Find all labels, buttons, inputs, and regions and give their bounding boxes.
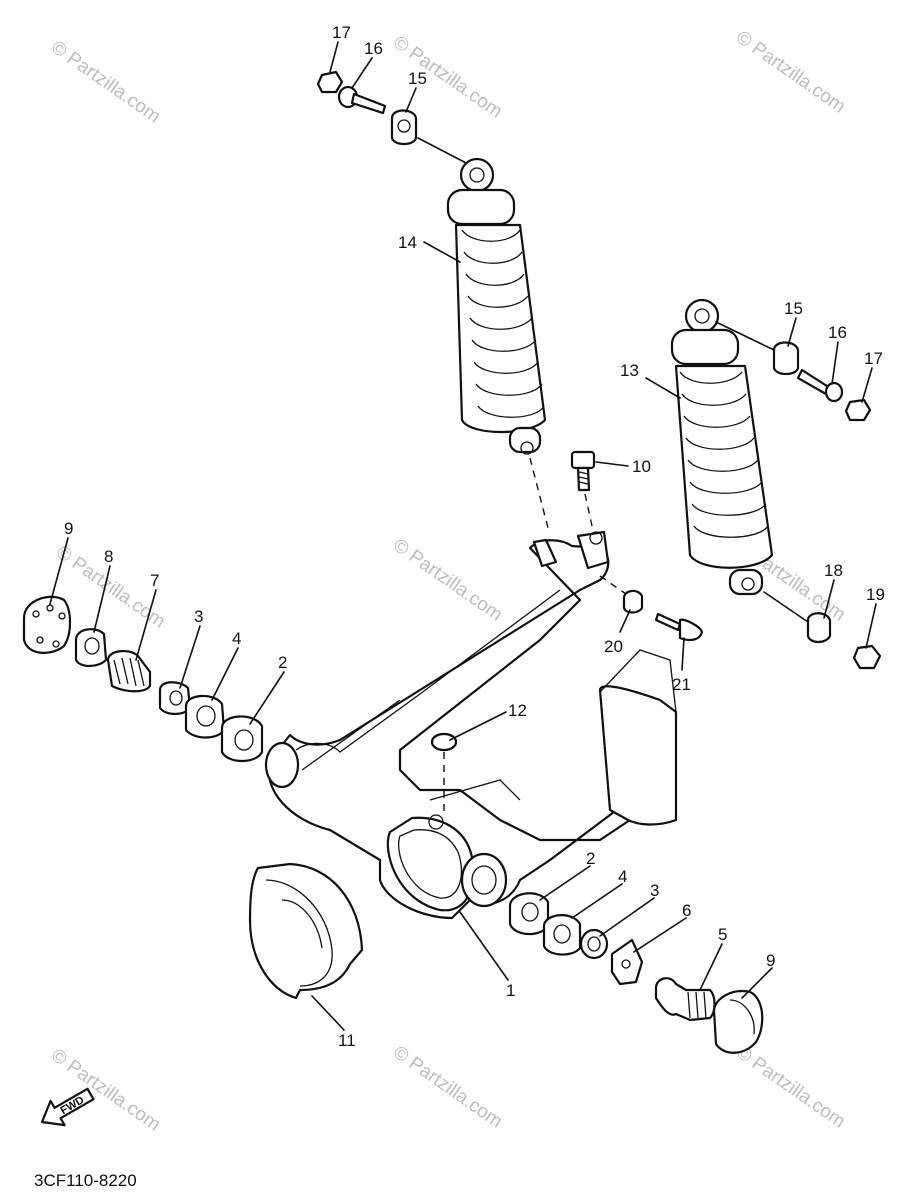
callout-label: 9 — [766, 951, 775, 970]
lower-mount-hardware — [599, 575, 882, 670]
callout-label: 10 — [632, 457, 651, 476]
callout-label: 2 — [586, 849, 595, 868]
shock-absorber-right — [670, 298, 809, 623]
callout-label: 18 — [824, 561, 843, 580]
callout-label: 17 — [332, 23, 351, 42]
callout-label: 17 — [864, 349, 883, 368]
pivot-hardware-left — [22, 595, 264, 763]
watermark-text: © Partzilla.com — [389, 535, 506, 626]
chain-case-11 — [248, 862, 364, 1000]
callout-label: 12 — [508, 701, 527, 720]
mount-hardware-upper-right — [772, 341, 872, 422]
callout-label: 3 — [194, 607, 203, 626]
callout-label: 20 — [604, 637, 623, 656]
callout-label: 15 — [408, 69, 427, 88]
fwd-label: FWD — [59, 1094, 87, 1117]
callout-label: 15 — [784, 299, 803, 318]
callout-label: 7 — [150, 571, 159, 590]
watermark-text: © Partzilla.com — [389, 1042, 506, 1133]
diagram-code: 3CF110-8220 — [34, 1171, 137, 1190]
forward-arrow: FWD — [40, 1087, 95, 1127]
watermark-text: © Partzilla.com — [47, 37, 164, 128]
callout-label: 5 — [718, 925, 727, 944]
watermark-text: © Partzilla.com — [47, 1045, 164, 1136]
callout-label: 14 — [398, 233, 417, 252]
watermark-text: © Partzilla.com — [732, 27, 849, 118]
callout-label: 8 — [104, 547, 113, 566]
callout-label: 21 — [672, 675, 691, 694]
pivot-hardware-right — [508, 892, 764, 1054]
callout-label: 3 — [650, 881, 659, 900]
callout-label: 9 — [64, 519, 73, 538]
mount-hardware-upper-left — [316, 70, 418, 146]
callout-label: 2 — [278, 653, 287, 672]
callout-label: 19 — [866, 585, 885, 604]
bolt-10 — [570, 450, 596, 527]
callout-label: 16 — [828, 323, 847, 342]
callout-label: 16 — [364, 39, 383, 58]
callout-label: 4 — [232, 629, 241, 648]
watermark-text: © Partzilla.com — [732, 1042, 849, 1133]
callout-labels: 17 16 15 14 15 16 17 13 10 9 8 7 3 4 2 1… — [64, 23, 885, 1050]
watermark-layer: © Partzilla.com © Partzilla.com © Partzi… — [47, 27, 849, 1136]
callout-label: 6 — [682, 901, 691, 920]
callout-label: 13 — [620, 361, 639, 380]
swingarm — [264, 530, 678, 920]
shock-absorber-left — [417, 137, 549, 529]
callout-label: 1 — [506, 981, 515, 1000]
callout-label: 4 — [618, 867, 627, 886]
leader-lines — [49, 41, 877, 1031]
callout-label: 11 — [338, 1031, 356, 1050]
cap-12 — [430, 732, 458, 752]
